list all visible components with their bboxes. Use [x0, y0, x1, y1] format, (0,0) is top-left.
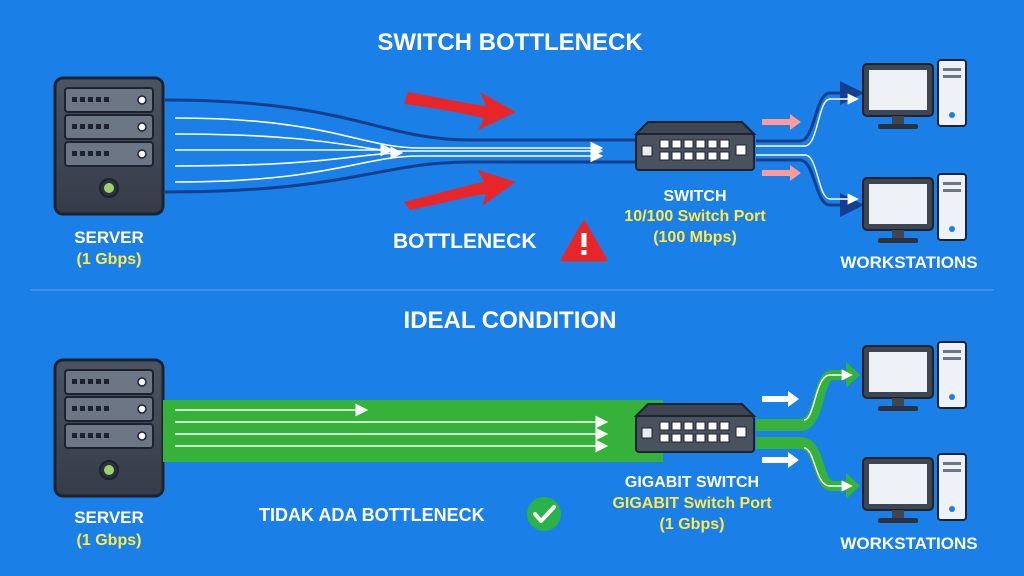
bottom-white-arrows: [762, 391, 799, 468]
bottom-data-flow: [163, 400, 663, 462]
bottom-workstation-2-icon: [862, 453, 967, 523]
bottom-output-links: [756, 362, 860, 499]
top-switch-icon: [633, 121, 757, 171]
top-workstation-2-icon: [862, 173, 967, 243]
bottom-title: IDEAL CONDITION: [404, 307, 617, 334]
top-output-links: [756, 81, 864, 217]
bottom-no-bottleneck-label: TIDAK ADA BOTTLENECK: [259, 505, 485, 525]
bottom-server-icon: [53, 358, 165, 498]
bottom-section: IDEAL CONDITION SERVER (1 Gbps): [53, 307, 978, 553]
top-bottleneck-label: BOTTLENECK: [393, 230, 537, 253]
top-title: SWITCH BOTTLENECK: [377, 29, 643, 56]
top-switch-port: 10/100 Switch Port: [624, 208, 766, 225]
top-switch-speed: (100 Mbps): [653, 229, 737, 246]
bottom-switch-speed: (1 Gbps): [660, 516, 725, 533]
top-section: SWITCH BOTTLENECK SERVER (1 Gbps): [53, 29, 978, 272]
bottom-switch-port: GIGABIT Switch Port: [612, 495, 772, 512]
top-workstations-label: WORKSTATIONS: [840, 253, 977, 272]
top-server-label: SERVER: [74, 228, 144, 247]
warning-icon: [560, 220, 608, 262]
top-data-flow: [164, 98, 636, 194]
bottom-switch-icon: [633, 403, 757, 453]
bottom-workstations-label: WORKSTATIONS: [840, 534, 977, 553]
top-workstation-1-icon: [862, 59, 967, 129]
top-switch-label: SWITCH: [663, 188, 726, 205]
bottom-workstation-1-icon: [862, 341, 967, 411]
top-pink-arrows: [762, 114, 801, 181]
top-bottleneck-arrows: [404, 92, 516, 210]
bottom-server-speed: (1 Gbps): [77, 532, 142, 549]
checkmark-icon: [527, 497, 561, 531]
top-server-speed: (1 Gbps): [77, 251, 142, 268]
top-server-icon: [53, 76, 165, 216]
bottom-switch-label: GIGABIT SWITCH: [625, 474, 759, 491]
bottom-server-label: SERVER: [74, 508, 144, 527]
